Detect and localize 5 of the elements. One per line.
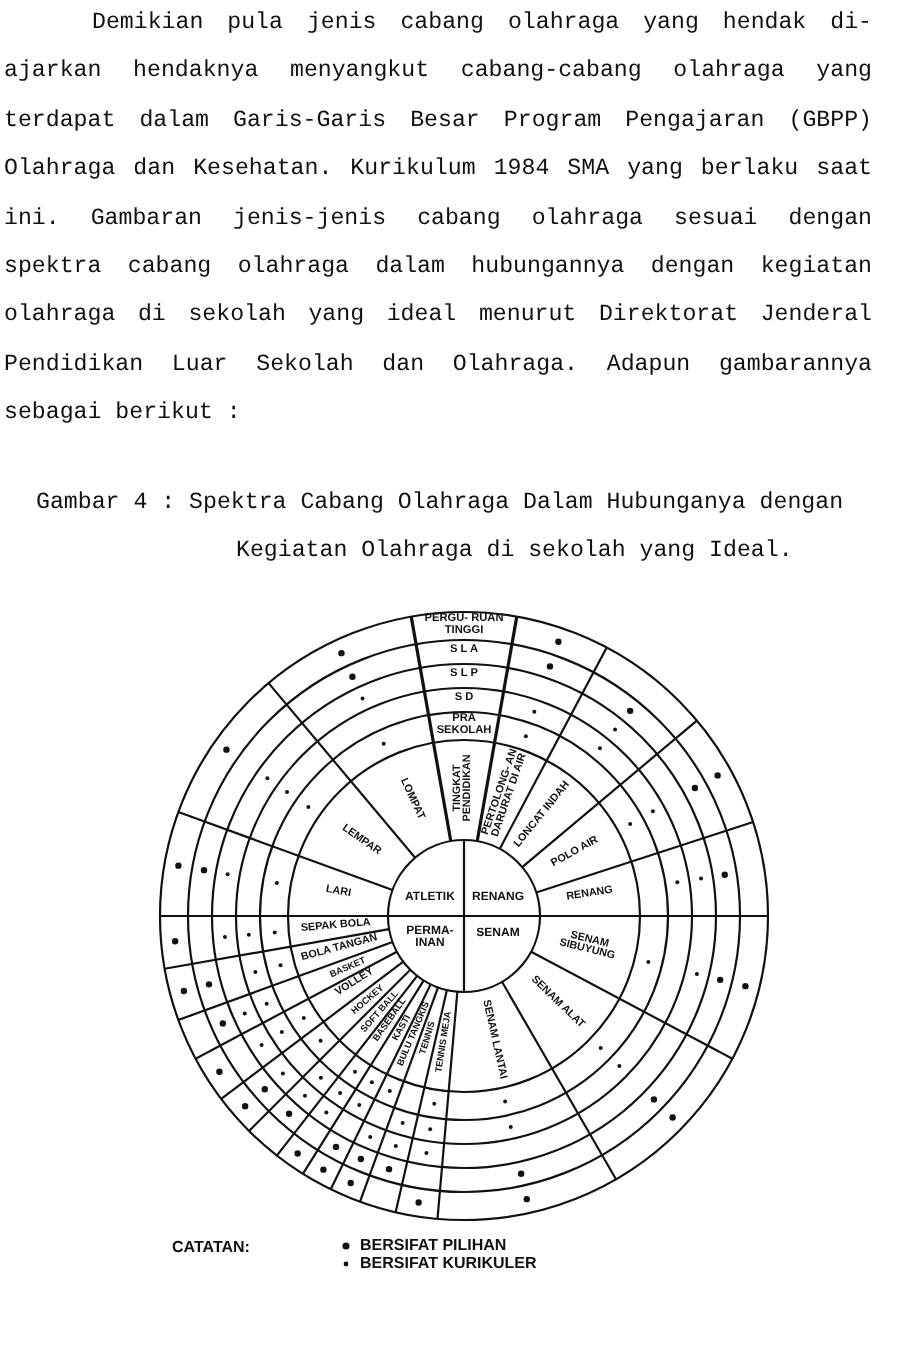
note-heading: CATATAN: — [172, 1238, 250, 1256]
legend-text: BERSIFAT KURIKULER — [360, 1254, 537, 1272]
legend-text: BERSIFAT PILIHAN — [360, 1236, 507, 1254]
figure-caption: Gambar 4 : Spektra Cabang Olahraga Dalam Hubunganya dengan Kegiatan Olahraga di sekolah yang Ideal. — [36, 488, 846, 569]
body-paragraph: Demikian pula jenis cabang olahraga yang hendak di- ajarkan hendaknya menyangkut cabang-cabang olahraga yang terdapat dalam Garis-Garis Besar Program Pengajaran (GBPP) Olahraga dan Kesehatan. Kurikulum 1984 SMA yang berlaku saat ini. Gambaran jenis-jenis cabang olahraga sesuai dengan spektra cabang olahraga dalam hubungannya dengan kegiatan olahraga di sekolah yang ideal menurut Direktorat Jenderal Pendidikan Luar Sekolah dan Olahraga. Adapun gambarannya sebagai berikut : — [4, 8, 872, 431]
